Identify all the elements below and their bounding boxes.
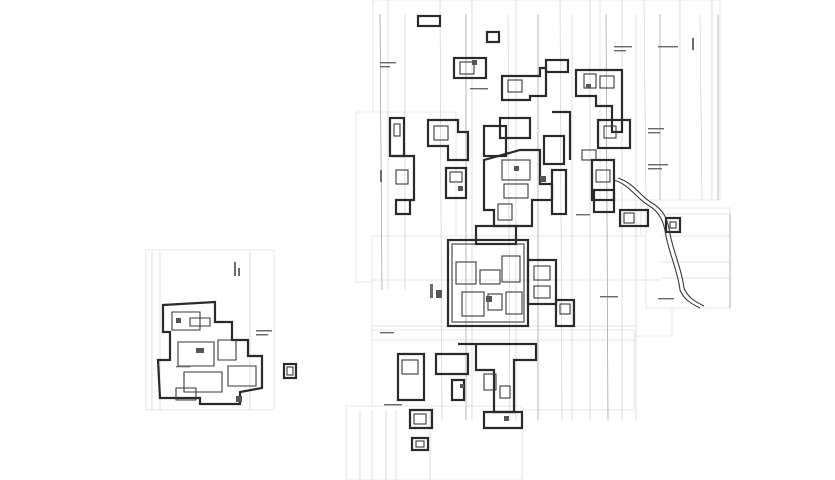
inset-annotations <box>176 262 272 368</box>
inset-building-walls <box>156 300 264 406</box>
grid-line <box>699 13 703 201</box>
grid-line <box>605 13 609 421</box>
main-site-plan <box>345 0 731 480</box>
building-central-upper <box>482 110 597 228</box>
building-right <box>590 158 705 309</box>
plan-annotations <box>380 38 694 406</box>
building-central-enclosure <box>436 224 576 328</box>
inset-small-structure <box>282 362 298 380</box>
building-top-row <box>416 14 632 150</box>
grid-line <box>379 13 383 291</box>
building-lower <box>396 342 538 452</box>
grid-line <box>439 0 443 421</box>
grid-line <box>559 0 563 421</box>
grid-line <box>643 0 647 201</box>
inset-plan-sheet <box>145 249 298 411</box>
